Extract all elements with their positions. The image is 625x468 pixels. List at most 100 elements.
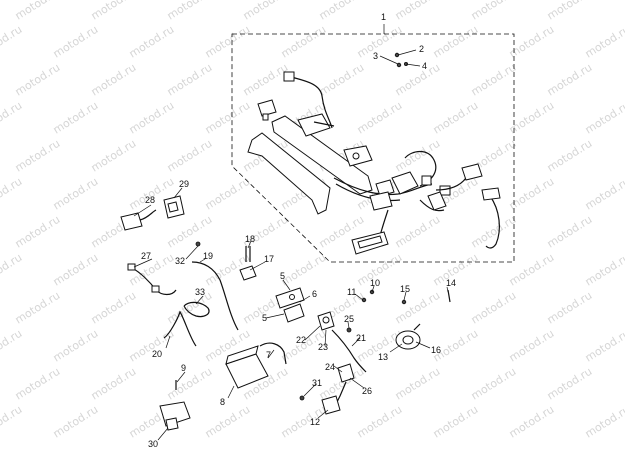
part-19-cable bbox=[191, 261, 239, 331]
watermark-text: motod.ru bbox=[0, 327, 24, 365]
callout-2: 2 bbox=[419, 44, 424, 54]
callout-21: 21 bbox=[356, 333, 366, 343]
main-wiring-harness bbox=[247, 71, 501, 255]
callout-19: 19 bbox=[203, 251, 213, 261]
watermark-text: motod.ru bbox=[89, 289, 139, 327]
watermark-text: motod.ru bbox=[241, 213, 291, 251]
watermark-text: motod.ru bbox=[13, 213, 63, 251]
watermark-text: motod.ru bbox=[127, 23, 177, 61]
callout-20: 20 bbox=[152, 349, 162, 359]
part-28-module bbox=[120, 209, 157, 231]
watermark-text: motod.ru bbox=[13, 137, 63, 175]
watermark-text: motod.ru bbox=[583, 175, 625, 213]
callout-14: 14 bbox=[446, 278, 456, 288]
part-31-bolt bbox=[299, 395, 305, 401]
watermark-text: motod.ru bbox=[203, 175, 253, 213]
part-5-6-relays bbox=[275, 287, 305, 323]
watermark-text: motod.ru bbox=[469, 365, 519, 403]
part-25-screw bbox=[346, 327, 352, 333]
part-20-hose bbox=[163, 310, 197, 347]
watermark-text: motod.ru bbox=[0, 403, 24, 441]
part-12-sensor bbox=[321, 395, 341, 415]
callout-32: 32 bbox=[175, 256, 185, 266]
watermark-text: motod.ru bbox=[507, 403, 557, 441]
part-27-lead bbox=[127, 263, 177, 296]
watermark-text: motod.ru bbox=[279, 403, 329, 441]
watermark-text: motod.ru bbox=[431, 403, 481, 441]
watermark-text: motod.ru bbox=[203, 403, 253, 441]
part-15-bolt bbox=[401, 299, 407, 305]
part-30-sensor bbox=[159, 401, 191, 431]
watermark-text: motod.ru bbox=[241, 61, 291, 99]
watermark-text: motod.ru bbox=[203, 99, 253, 137]
watermark-text: motod.ru bbox=[317, 0, 367, 23]
watermark-text: motod.ru bbox=[165, 213, 215, 251]
callout-27: 27 bbox=[141, 251, 151, 261]
callout-12: 12 bbox=[310, 417, 320, 427]
part-17-fuse bbox=[239, 265, 257, 281]
callout-7: 7 bbox=[266, 350, 271, 360]
watermark-text: motod.ru bbox=[13, 0, 63, 23]
callout-26: 26 bbox=[362, 386, 372, 396]
watermark-text: motod.ru bbox=[241, 0, 291, 23]
watermark-text: motod.ru bbox=[545, 289, 595, 327]
watermark-text: motod.ru bbox=[165, 0, 215, 23]
watermark-text: motod.ru bbox=[0, 175, 24, 213]
part-14-pin bbox=[447, 289, 451, 303]
watermark-text: motod.ru bbox=[431, 99, 481, 137]
watermark-text: motod.ru bbox=[583, 23, 625, 61]
watermark-text: motod.ru bbox=[431, 23, 481, 61]
part-13-16-horn bbox=[395, 323, 421, 350]
watermark-text: motod.ru bbox=[165, 365, 215, 403]
part-22-23-sensor bbox=[317, 311, 335, 331]
watermark-text: motod.ru bbox=[89, 0, 139, 23]
part-18-terminals bbox=[245, 246, 251, 262]
callout-15: 15 bbox=[400, 284, 410, 294]
watermark-text: motod.ru bbox=[89, 137, 139, 175]
watermark-text: motod.ru bbox=[89, 365, 139, 403]
callout-22: 22 bbox=[296, 335, 306, 345]
part-33-band bbox=[183, 301, 210, 318]
watermark-text: motod.ru bbox=[545, 213, 595, 251]
watermark-text: motod.ru bbox=[279, 251, 329, 289]
part-11-nut bbox=[361, 297, 367, 303]
watermark-text: motod.ru bbox=[89, 61, 139, 99]
watermark-text: motod.ru bbox=[203, 23, 253, 61]
watermark-text: motod.ru bbox=[583, 99, 625, 137]
part-21-cable bbox=[331, 329, 367, 373]
watermark-text: motod.ru bbox=[469, 289, 519, 327]
watermark-text: motod.ru bbox=[583, 327, 625, 365]
leader-lines bbox=[133, 24, 449, 441]
watermark-text: motod.ru bbox=[469, 61, 519, 99]
callout-labels: 1 2 3 4 5 5 6 7 8 9 10 11 12 13 14 15 16… bbox=[141, 12, 456, 449]
part-24-26-connector bbox=[335, 363, 355, 405]
callout-13: 13 bbox=[378, 352, 388, 362]
watermark-text: motod.ru bbox=[393, 0, 443, 23]
part-7-strap bbox=[259, 342, 287, 365]
watermark-text: motod.ru bbox=[51, 251, 101, 289]
callout-3: 3 bbox=[373, 51, 378, 61]
callout-8: 8 bbox=[220, 397, 225, 407]
callout-1: 1 bbox=[381, 12, 386, 22]
callout-25: 25 bbox=[344, 314, 354, 324]
watermark-text: motod.ru bbox=[13, 61, 63, 99]
watermark-text: motod.ru bbox=[469, 0, 519, 23]
watermark-text: motod.ru bbox=[279, 23, 329, 61]
callout-6: 6 bbox=[312, 289, 317, 299]
callout-30: 30 bbox=[148, 439, 158, 449]
callout-31: 31 bbox=[312, 378, 322, 388]
watermark-text: motod.ru bbox=[317, 61, 367, 99]
callout-23: 23 bbox=[318, 342, 328, 352]
callout-28: 28 bbox=[145, 195, 155, 205]
watermark-text: motod.ru bbox=[51, 23, 101, 61]
watermark-text: motod.ru bbox=[165, 61, 215, 99]
watermark-text: motod.ru bbox=[393, 137, 443, 175]
watermark-text: motod.ru bbox=[469, 213, 519, 251]
watermark-text: motod.ru bbox=[545, 0, 595, 23]
callout-11: 11 bbox=[347, 287, 356, 297]
watermark-text: motod.ru bbox=[51, 99, 101, 137]
watermark-text: motod.ru bbox=[51, 327, 101, 365]
callout-33: 33 bbox=[195, 287, 205, 297]
